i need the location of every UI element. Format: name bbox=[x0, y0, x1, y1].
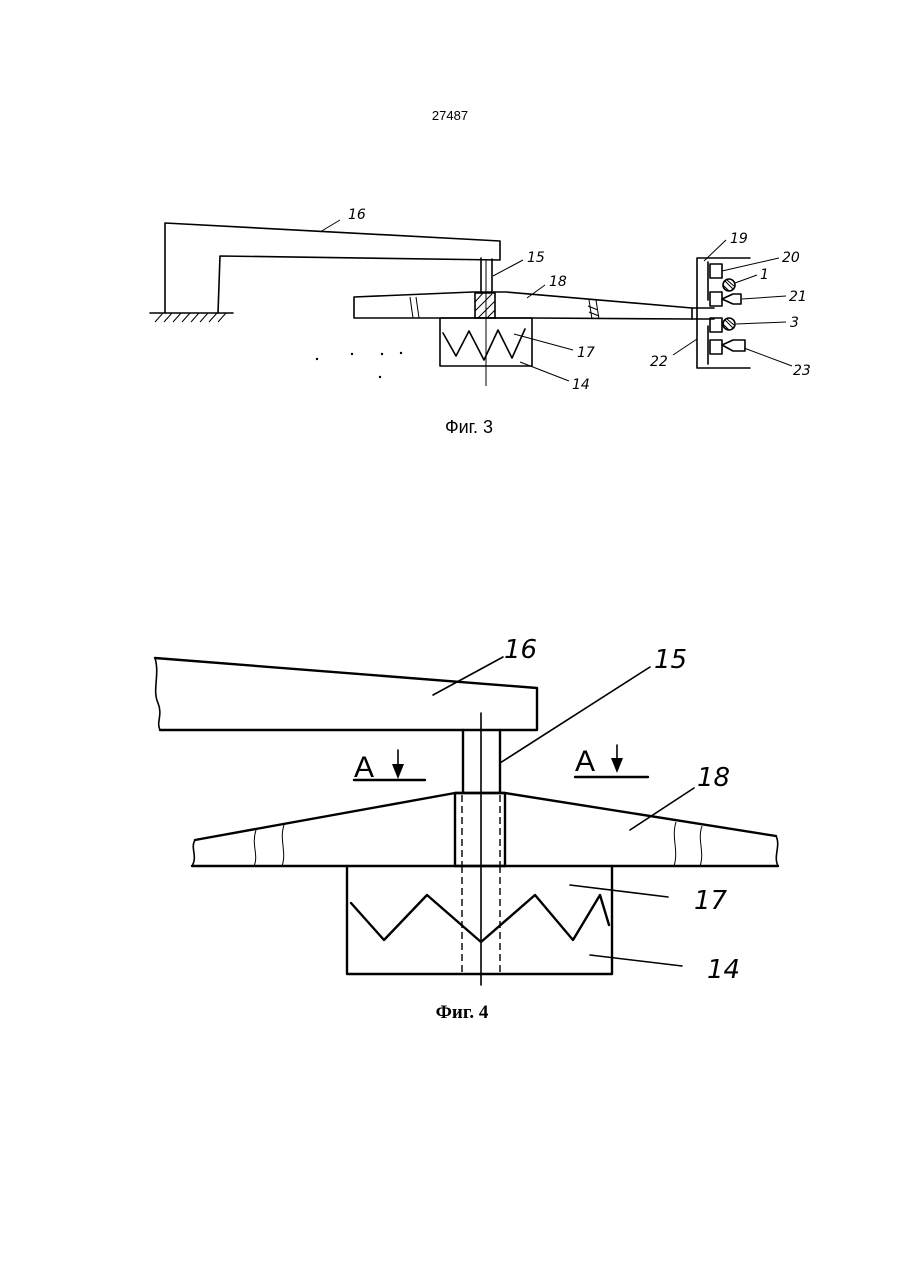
fig3-bracket-assembly bbox=[692, 258, 750, 368]
fig3-label-16: 16 bbox=[348, 207, 366, 223]
fig4-plate-break-right bbox=[776, 836, 778, 866]
fig4-plate-break-left bbox=[192, 840, 195, 866]
fig3-label-14: 14 bbox=[572, 377, 590, 393]
fig3-label-21: 21 bbox=[789, 289, 807, 305]
fig4-label-14: 14 bbox=[707, 955, 740, 985]
fig3-dots bbox=[316, 352, 402, 378]
fig3-frame-16 bbox=[165, 223, 500, 313]
fig4-label-15: 15 bbox=[654, 645, 687, 675]
fig3-label-18: 18 bbox=[549, 274, 567, 290]
fig4-caption: Фиг. 4 bbox=[436, 1002, 489, 1023]
fig3-plate-18 bbox=[354, 292, 692, 319]
fig3-label-1: 1 bbox=[760, 267, 769, 283]
section-letter-right: A bbox=[575, 745, 595, 778]
fig4-label-17: 17 bbox=[694, 886, 728, 916]
fig3-caption: Фиг. 3 bbox=[445, 417, 493, 437]
fig3-label-22: 22 bbox=[650, 354, 668, 370]
fig4-housing-17 bbox=[347, 866, 612, 974]
fig4-label-18: 18 bbox=[697, 763, 730, 793]
fig4-rod-15 bbox=[463, 713, 500, 985]
figure-4: A A bbox=[155, 635, 778, 1023]
fig3-label-20: 20 bbox=[782, 250, 800, 266]
fig3-label-19: 19 bbox=[730, 231, 748, 247]
fig4-plate-inserts bbox=[254, 793, 702, 975]
fig3-label-23: 23 bbox=[793, 363, 811, 379]
fig4-frame-break bbox=[155, 658, 160, 730]
figure-3: 16 15 18 17 14 19 20 1 21 3 22 23 Фиг. 3 bbox=[150, 207, 811, 437]
fig3-label-3: 3 bbox=[790, 315, 799, 331]
fig3-label-15: 15 bbox=[527, 250, 545, 266]
fig3-spring-14 bbox=[443, 329, 525, 360]
fig4-label-16: 16 bbox=[504, 635, 537, 665]
fig4-section-right: A bbox=[575, 745, 648, 778]
fig4-section-left: A bbox=[354, 750, 425, 784]
fig3-ground-support bbox=[150, 313, 233, 322]
fig3-label-17: 17 bbox=[577, 345, 595, 361]
fig4-spring-14 bbox=[351, 895, 609, 942]
fig4-leader-lines bbox=[433, 657, 694, 966]
